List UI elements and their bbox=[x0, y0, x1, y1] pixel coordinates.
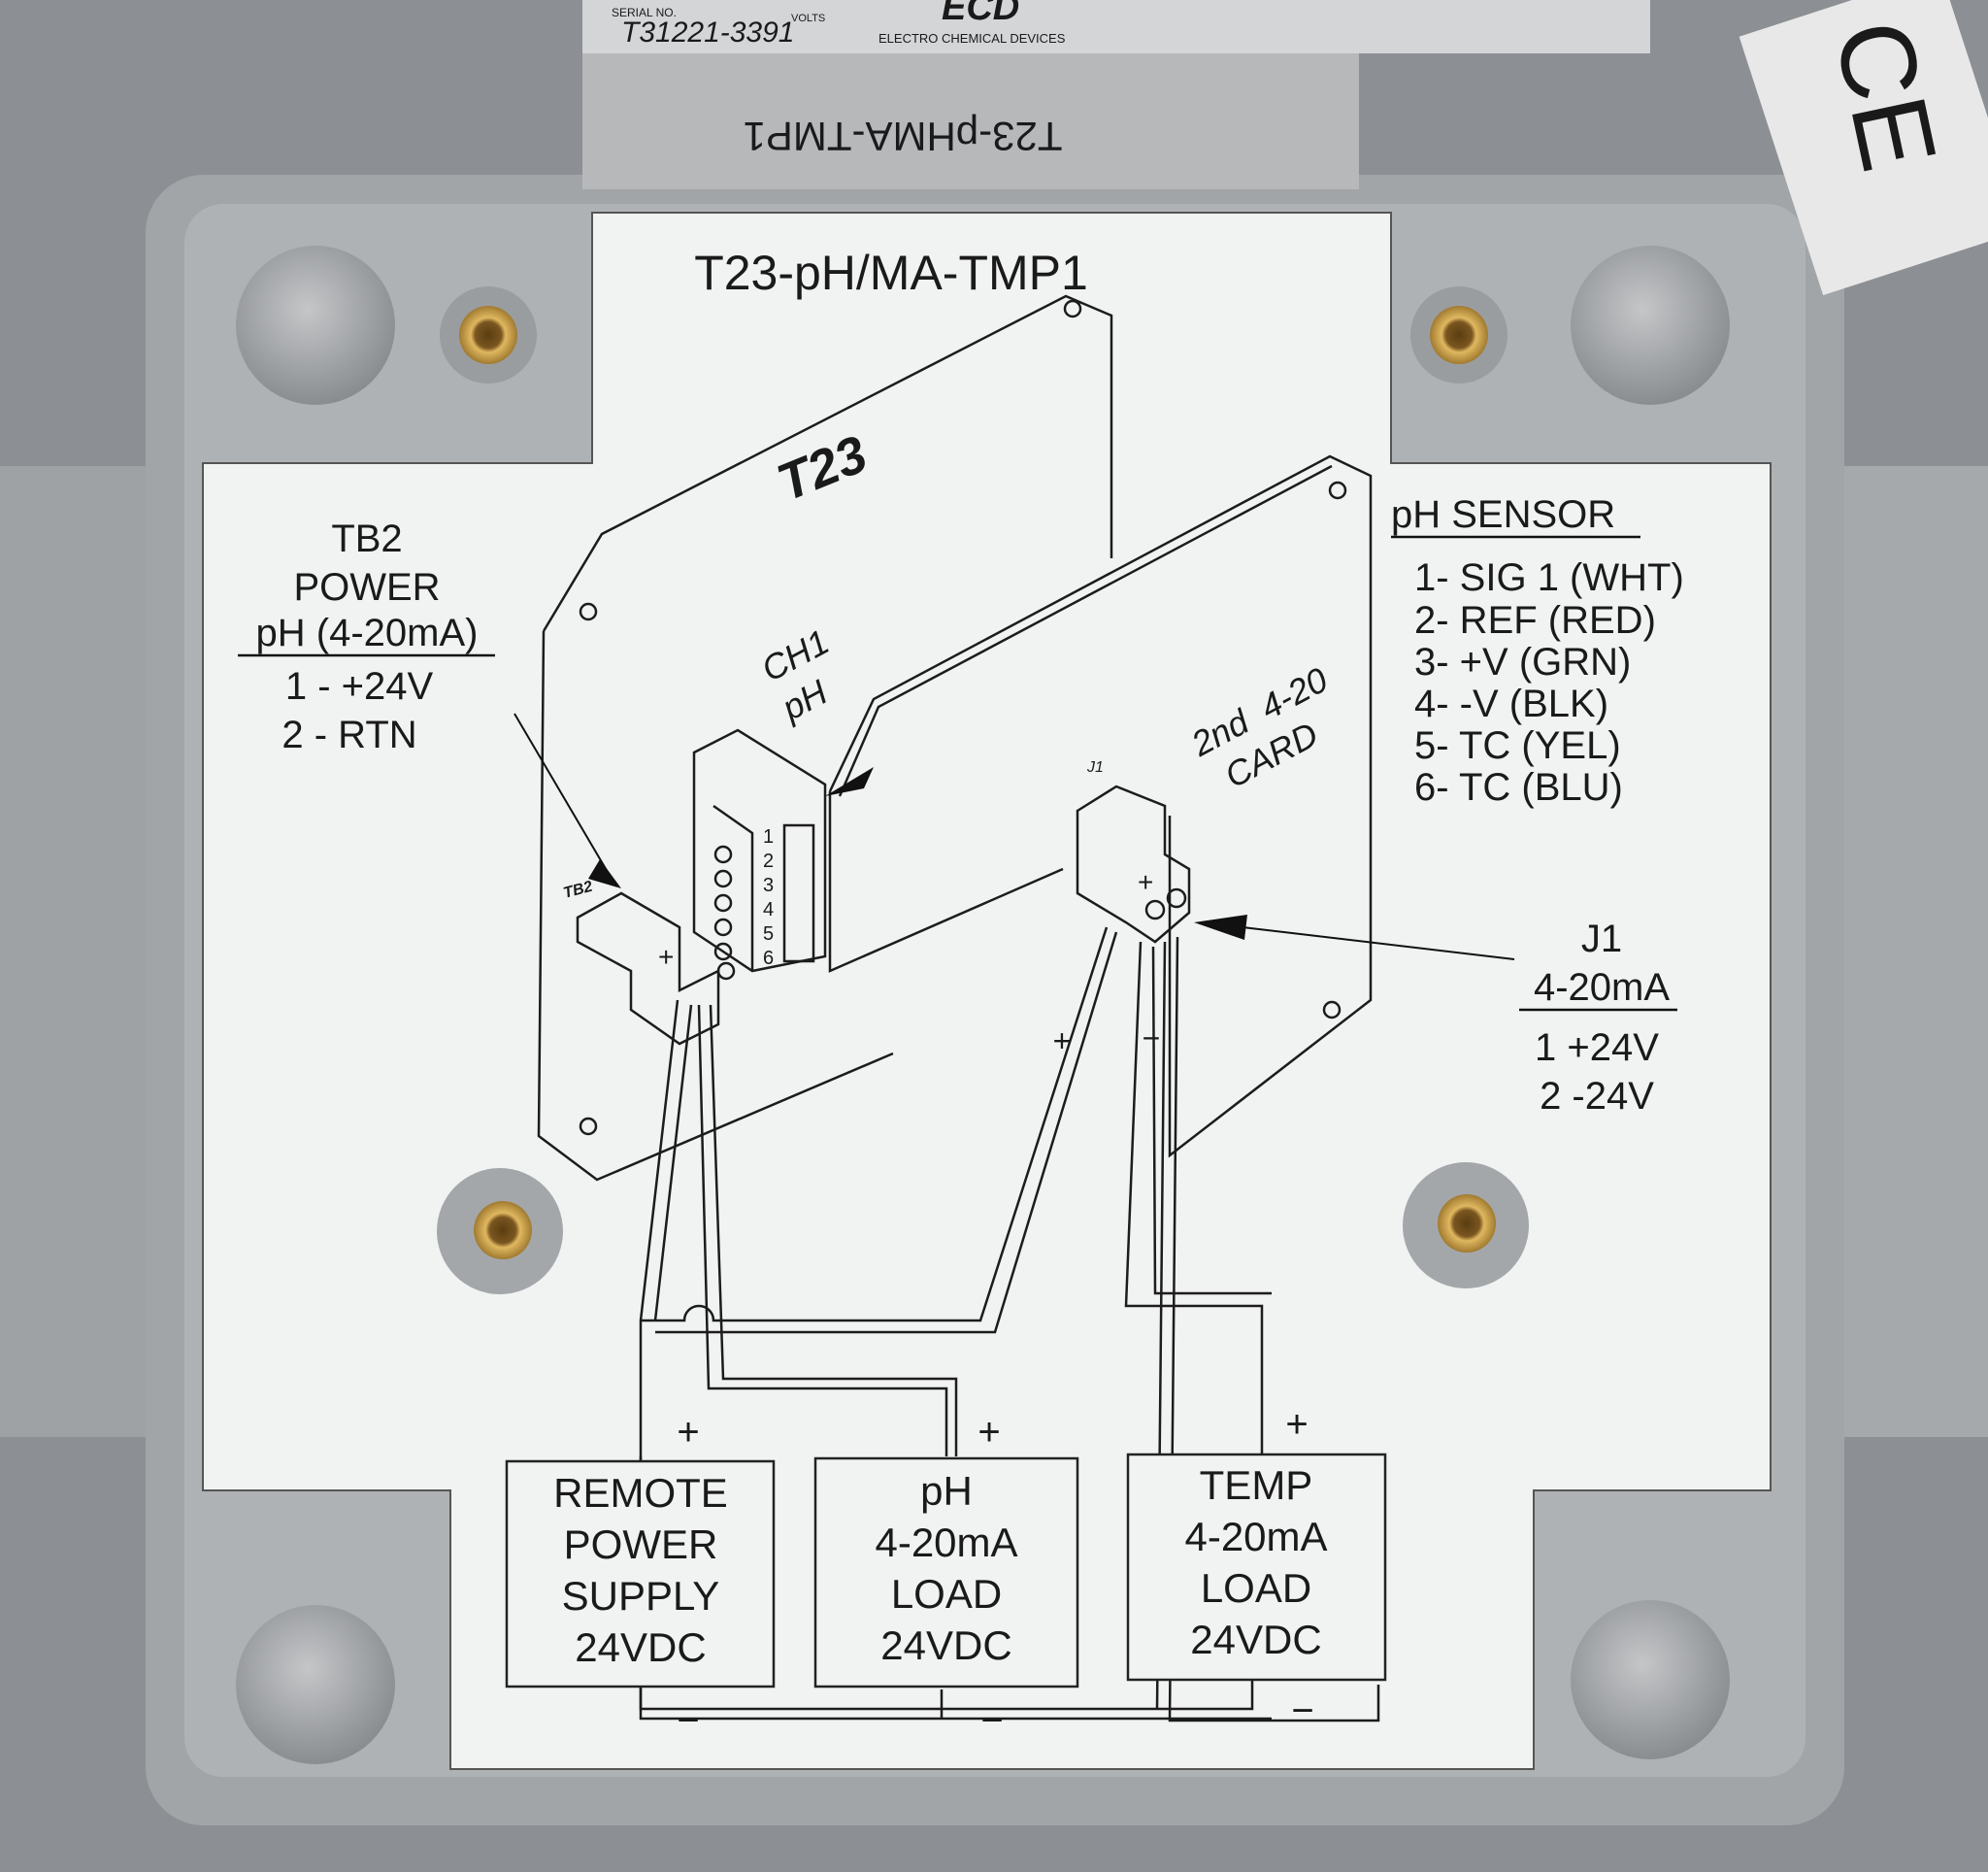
tb2-arrow-icon bbox=[588, 859, 621, 888]
ph-sensor-pin: 6- TC (BLU) bbox=[1414, 766, 1623, 809]
ph-sensor-heading: pH SENSOR bbox=[1391, 493, 1615, 536]
temp-load-plus: + bbox=[1285, 1403, 1308, 1446]
ph-load-minus: − bbox=[980, 1699, 1003, 1742]
tb2-title: TB2 bbox=[331, 518, 402, 560]
box-line: 4-20mA bbox=[875, 1520, 1017, 1565]
j1-4-20ma: 4-20mA bbox=[1534, 966, 1670, 1009]
ph-sensor-info: pH SENSOR 1- SIG 1 (WHT) 2- REF (RED) 3-… bbox=[1391, 493, 1684, 809]
j1-info: J1 4-20mA 1 +24V 2 -24V bbox=[1519, 918, 1677, 1118]
j1-pin-2: 2 -24V bbox=[1540, 1075, 1654, 1118]
box-line: POWER bbox=[564, 1521, 718, 1567]
box-line: 24VDC bbox=[575, 1624, 706, 1670]
ph-load-plus: + bbox=[977, 1411, 1000, 1454]
terminal-number: 4 bbox=[763, 899, 774, 920]
diagram-title: T23-pH/MA-TMP1 bbox=[694, 246, 1088, 300]
box-line: 4-20mA bbox=[1184, 1514, 1327, 1559]
j1-tag: J1 bbox=[1086, 759, 1104, 776]
j1-pin-1: 1 +24V bbox=[1535, 1026, 1659, 1069]
tb2-ph: pH (4-20mA) bbox=[256, 612, 479, 654]
tb2-plus: + bbox=[658, 942, 674, 972]
ecd-logo: ECD bbox=[942, 0, 1019, 28]
ph-sensor-pin: 4- -V (BLK) bbox=[1414, 683, 1608, 725]
j1-leader-line bbox=[1242, 926, 1515, 960]
t23-board bbox=[537, 294, 1113, 1182]
volts-caption: VOLTS bbox=[791, 13, 825, 24]
serial-value: T31221-3391 bbox=[621, 17, 794, 49]
box-line: 24VDC bbox=[880, 1622, 1011, 1668]
j1-wire-minus: − bbox=[1143, 1020, 1161, 1055]
temp-load-minus: − bbox=[1291, 1689, 1313, 1732]
temp-load-box: TEMP 4-20mA LOAD 24VDC bbox=[1126, 1453, 1387, 1682]
box-line: SUPPLY bbox=[562, 1573, 720, 1619]
j1-plus: + bbox=[1138, 867, 1153, 897]
terminal-number: 1 bbox=[763, 826, 774, 848]
tb2-pin-2: 2 - RTN bbox=[282, 714, 416, 756]
terminal-number: 2 bbox=[763, 851, 774, 872]
j1-arrow-icon bbox=[1194, 915, 1247, 940]
second-card bbox=[828, 454, 1373, 1158]
ph-sensor-pin: 3- +V (GRN) bbox=[1414, 641, 1631, 684]
ch1-arrow-icon bbox=[825, 767, 874, 796]
ph-load-box: pH 4-20mA LOAD 24VDC bbox=[813, 1456, 1079, 1688]
tb2-pin-1: 1 - +24V bbox=[285, 665, 434, 708]
mirrored-model-text: T23-pHMA-TMP1 bbox=[743, 114, 1062, 159]
terminal-number: 5 bbox=[763, 923, 774, 945]
tb2-info: TB2 POWER pH (4-20mA) 1 - +24V 2 - RTN bbox=[238, 518, 495, 756]
ph-sensor-pin: 2- REF (RED) bbox=[1414, 599, 1656, 642]
box-line: TEMP bbox=[1200, 1462, 1313, 1508]
brand-name: ELECTRO CHEMICAL DEVICES bbox=[878, 31, 1066, 46]
wiring-diagram-label bbox=[202, 212, 1772, 1770]
terminal-number: 6 bbox=[763, 948, 774, 969]
j1-connector: + bbox=[1076, 785, 1191, 944]
box-line: LOAD bbox=[891, 1571, 1002, 1617]
terminal-number: 3 bbox=[763, 875, 774, 896]
ph-sensor-pin: 1- SIG 1 (WHT) bbox=[1414, 556, 1684, 599]
remote-supply-minus: − bbox=[677, 1699, 699, 1742]
j1-title: J1 bbox=[1581, 918, 1622, 960]
tb2-leader-line bbox=[514, 713, 613, 880]
tb2-connector: + bbox=[576, 891, 720, 1046]
box-line: 24VDC bbox=[1190, 1617, 1321, 1662]
box-line: REMOTE bbox=[553, 1470, 728, 1516]
serial-label: SERIAL NO. T31221-3391 VOLTS ECD ELECTRO… bbox=[582, 0, 1650, 189]
serial-caption: SERIAL NO. bbox=[612, 6, 677, 19]
ce-sticker: CE bbox=[1739, 0, 1988, 296]
j1-wire-plus: + bbox=[1053, 1023, 1072, 1058]
brass-inserts bbox=[459, 306, 1496, 1259]
box-line: LOAD bbox=[1201, 1565, 1311, 1611]
ph-sensor-pin: 5- TC (YEL) bbox=[1414, 724, 1621, 767]
ch1-terminal-block bbox=[692, 728, 827, 981]
remote-supply-plus: + bbox=[677, 1411, 699, 1454]
remote-power-supply-box: REMOTE POWER SUPPLY 24VDC bbox=[505, 1459, 776, 1688]
box-line: pH bbox=[920, 1468, 973, 1514]
tb2-power: POWER bbox=[293, 566, 440, 609]
